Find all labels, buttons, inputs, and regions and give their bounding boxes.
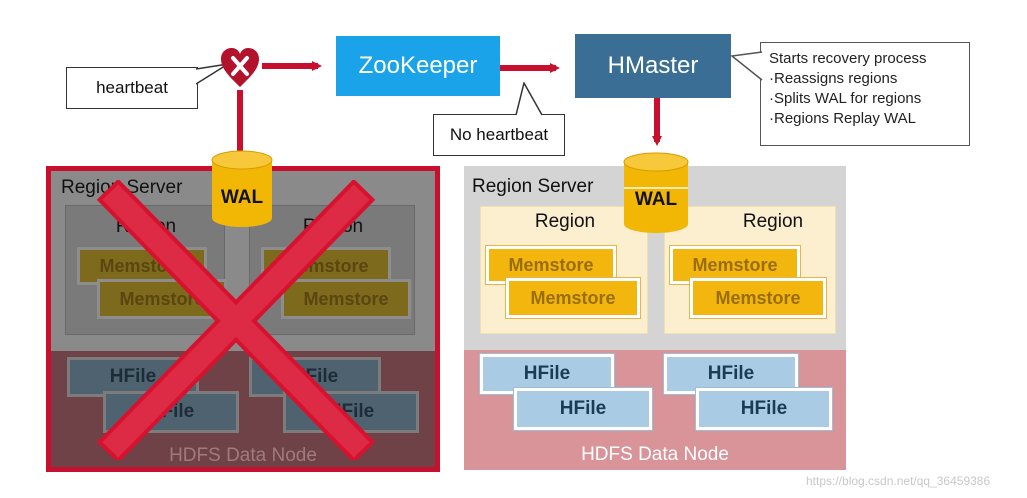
recovery-step: Splits WAL for regions <box>769 89 961 109</box>
hfile: HFile <box>514 388 652 430</box>
hmaster-node: HMaster <box>575 34 731 98</box>
zookeeper-label: ZooKeeper <box>358 52 478 79</box>
memstore: Memstore <box>506 278 640 318</box>
hfile: HFile <box>696 388 832 430</box>
recovery-note: Starts recovery process Reassigns region… <box>760 42 970 146</box>
watermark: https://blog.csdn.net/qq_36459386 <box>806 474 991 488</box>
hmaster-label: HMaster <box>607 52 699 79</box>
memstore: Memstore <box>486 246 616 284</box>
failed-region-server: Region Server Region Memstore Memstore R… <box>46 166 440 472</box>
no-heartbeat-callout: No heartbeat <box>433 114 565 156</box>
wal-label: WAL <box>635 189 678 210</box>
failed-memstore: Memstore <box>281 279 411 319</box>
zookeeper-node: ZooKeeper <box>336 36 500 96</box>
failed-datanode-label: HDFS Data Node <box>169 445 317 466</box>
no-heartbeat-callout-pointer <box>515 82 543 116</box>
broken-heart-icon <box>221 48 259 87</box>
heartbeat-label: heartbeat <box>96 78 168 97</box>
region-server-title: Region Server <box>472 176 594 197</box>
memstore: Memstore <box>670 246 800 284</box>
region-label: Region <box>534 211 596 232</box>
failed-wal-cylinder: WAL <box>211 150 273 227</box>
failed-wal-label: WAL <box>221 187 264 208</box>
recovery-step: Reassigns regions <box>769 69 961 89</box>
hdfs-datanode-label: HDFS Data Node <box>581 444 729 465</box>
no-heartbeat-label: No heartbeat <box>449 125 549 144</box>
memstore: Memstore <box>690 278 826 318</box>
failure-cross-icon <box>96 180 376 460</box>
recovery-note-title: Starts recovery process <box>769 50 927 67</box>
wal-cylinder: WAL <box>623 152 689 233</box>
recovery-note-pointer <box>730 51 763 81</box>
heartbeat-callout: heartbeat <box>66 67 198 109</box>
recovery-step: Regions Replay WAL <box>769 109 961 129</box>
region-label: Region <box>742 211 804 232</box>
